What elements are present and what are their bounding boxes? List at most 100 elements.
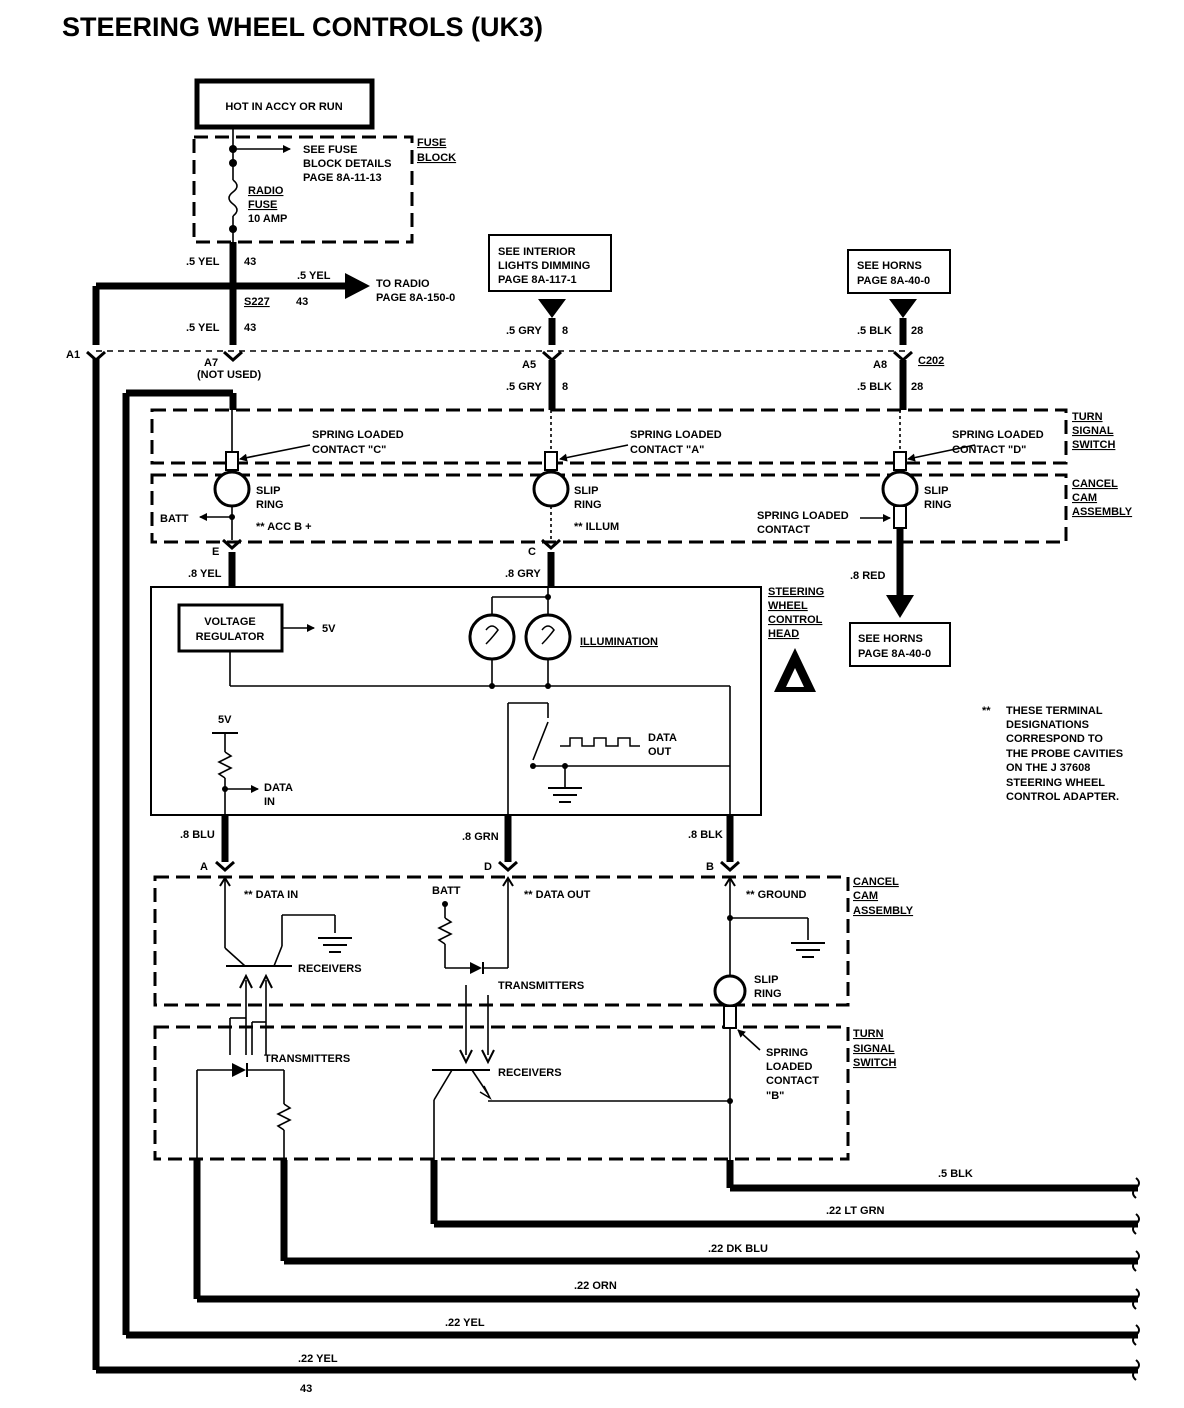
svg-text:SWITCH: SWITCH [1072, 439, 1115, 451]
svg-text:HOT IN ACCY OR RUN: HOT IN ACCY OR RUN [225, 101, 342, 113]
radio-fuse [228, 127, 291, 242]
cancel-cam-box-top [150, 473, 1068, 544]
svg-text:HEAD: HEAD [768, 628, 799, 640]
svg-text:IN: IN [264, 796, 275, 808]
svg-text:.5 YEL: .5 YEL [186, 322, 220, 334]
ground-slip-ring-b [713, 876, 825, 1188]
svg-text:BLOCK: BLOCK [417, 152, 456, 164]
svg-text:CANCEL: CANCEL [853, 876, 899, 888]
svg-text:43: 43 [296, 296, 308, 308]
svg-text:SWITCH: SWITCH [853, 1057, 896, 1069]
svg-text:TO RADIO: TO RADIO [376, 278, 430, 290]
fuse-block-box [192, 135, 414, 244]
svg-text:43: 43 [244, 322, 256, 334]
svg-text:PAGE 8A-40-0: PAGE 8A-40-0 [858, 648, 931, 660]
svg-text:** ILLUM: ** ILLUM [574, 521, 619, 533]
svg-text:SLIP: SLIP [574, 485, 598, 497]
svg-text:.22 YEL: .22 YEL [298, 1353, 338, 1365]
horns-ref-bottom: SEE HORNS PAGE 8A-40-0 [849, 622, 951, 667]
source-box: HOT IN ACCY OR RUN [194, 78, 375, 130]
svg-text:BLOCK DETAILS: BLOCK DETAILS [303, 158, 391, 170]
svg-text:28: 28 [911, 381, 923, 393]
svg-text:"B": "B" [766, 1090, 784, 1102]
svg-text:.8 YEL: .8 YEL [188, 568, 222, 580]
svg-text:C: C [528, 546, 536, 558]
svg-text:ILLUMINATION: ILLUMINATION [580, 636, 658, 648]
svg-text:RING: RING [256, 499, 284, 511]
voltage-regulator: VOLTAGE REGULATOR [177, 603, 730, 687]
svg-text:.8 GRY: .8 GRY [505, 568, 541, 580]
cancel-cam-box-bottom [153, 875, 850, 1007]
svg-text:8: 8 [562, 381, 568, 393]
control-head-box [150, 586, 762, 816]
svg-text:WHEEL: WHEEL [768, 600, 808, 612]
splice-s227: S227 [244, 296, 270, 308]
svg-text:43: 43 [300, 1383, 312, 1395]
svg-text:A7: A7 [204, 357, 218, 369]
yel-wire-loop [122, 389, 1138, 1339]
turn-signal-switch-label: TURN [1072, 411, 1103, 423]
data-in-receivers [219, 876, 352, 1055]
svg-text:CAM: CAM [853, 890, 878, 902]
svg-text:5V: 5V [218, 714, 232, 726]
svg-text:.5 BLK: .5 BLK [857, 325, 892, 337]
svg-text:SEE HORNS: SEE HORNS [858, 633, 923, 645]
svg-text:TURN: TURN [853, 1028, 884, 1040]
svg-text:A1: A1 [66, 349, 80, 361]
data-in-circuit [212, 732, 259, 815]
svg-text:CANCEL: CANCEL [1072, 478, 1118, 490]
svg-text:BATT: BATT [160, 513, 189, 525]
svg-text:B: B [706, 861, 714, 873]
svg-text:SEE HORNS: SEE HORNS [857, 260, 922, 272]
fuse-block-label: FUSE [417, 137, 446, 149]
svg-text:CONTROL: CONTROL [768, 614, 823, 626]
svg-text:SLIP: SLIP [256, 485, 280, 497]
svg-text:SIGNAL: SIGNAL [853, 1043, 895, 1055]
horns-ref-top: SEE HORNS PAGE 8A-40-0 [847, 249, 951, 345]
svg-text:PAGE 8A-40-0: PAGE 8A-40-0 [857, 275, 930, 287]
svg-text:.5 YEL: .5 YEL [186, 256, 220, 268]
svg-text:SIGNAL: SIGNAL [1072, 425, 1114, 437]
svg-text:LOADED: LOADED [766, 1061, 813, 1073]
svg-text:** GROUND: ** GROUND [746, 889, 807, 901]
svg-text:SLIP: SLIP [924, 485, 948, 497]
svg-text:RADIO: RADIO [248, 185, 284, 197]
svg-text:FUSE: FUSE [248, 199, 277, 211]
svg-text:BATT: BATT [432, 885, 461, 897]
svg-text:28: 28 [911, 325, 923, 337]
svg-text:.8 GRN: .8 GRN [462, 831, 499, 843]
svg-text:CONTACT: CONTACT [757, 524, 810, 536]
data-out-switch [507, 686, 731, 815]
esd-warning-icon [774, 648, 816, 692]
svg-text:ASSEMBLY: ASSEMBLY [853, 905, 914, 917]
svg-text:VOLTAGE: VOLTAGE [204, 616, 256, 628]
svg-text:RECEIVERS: RECEIVERS [498, 1067, 562, 1079]
svg-text:CONTACT "D": CONTACT "D" [952, 444, 1026, 456]
svg-text:.22 YEL: .22 YEL [445, 1317, 485, 1329]
svg-text:** ACC B +: ** ACC B + [256, 521, 312, 533]
slip-ring-c [199, 410, 311, 587]
svg-text:SLIP: SLIP [754, 974, 778, 986]
svg-text:REGULATOR: REGULATOR [196, 631, 265, 643]
svg-text:PAGE 8A-150-0: PAGE 8A-150-0 [376, 292, 455, 304]
svg-text:SEE INTERIOR: SEE INTERIOR [498, 246, 576, 258]
svg-text:.8 BLK: .8 BLK [688, 829, 723, 841]
svg-text:E: E [212, 546, 219, 558]
svg-text:CONTACT "A": CONTACT "A" [630, 444, 704, 456]
svg-text:.22 ORN: .22 ORN [574, 1280, 617, 1292]
svg-text:10 AMP: 10 AMP [248, 213, 287, 225]
svg-text:SPRING LOADED: SPRING LOADED [757, 510, 849, 522]
data-out-transmitters [437, 876, 514, 1065]
svg-text:CONTACT: CONTACT [766, 1075, 819, 1087]
svg-text:CORRESPOND TO: CORRESPOND TO [1006, 733, 1103, 745]
svg-text:** DATA IN: ** DATA IN [244, 889, 298, 901]
control-head-label: STEERING [768, 586, 824, 598]
svg-text:** DATA OUT: ** DATA OUT [524, 889, 591, 901]
svg-text:PAGE 8A-117-1: PAGE 8A-117-1 [498, 274, 577, 286]
svg-text:DESIGNATIONS: DESIGNATIONS [1006, 719, 1089, 731]
svg-text:.5 BLK: .5 BLK [938, 1168, 973, 1180]
svg-text:PAGE 8A-11-13: PAGE 8A-11-13 [303, 172, 382, 184]
svg-text:SPRING LOADED: SPRING LOADED [630, 429, 722, 441]
svg-text:SPRING LOADED: SPRING LOADED [952, 429, 1044, 441]
